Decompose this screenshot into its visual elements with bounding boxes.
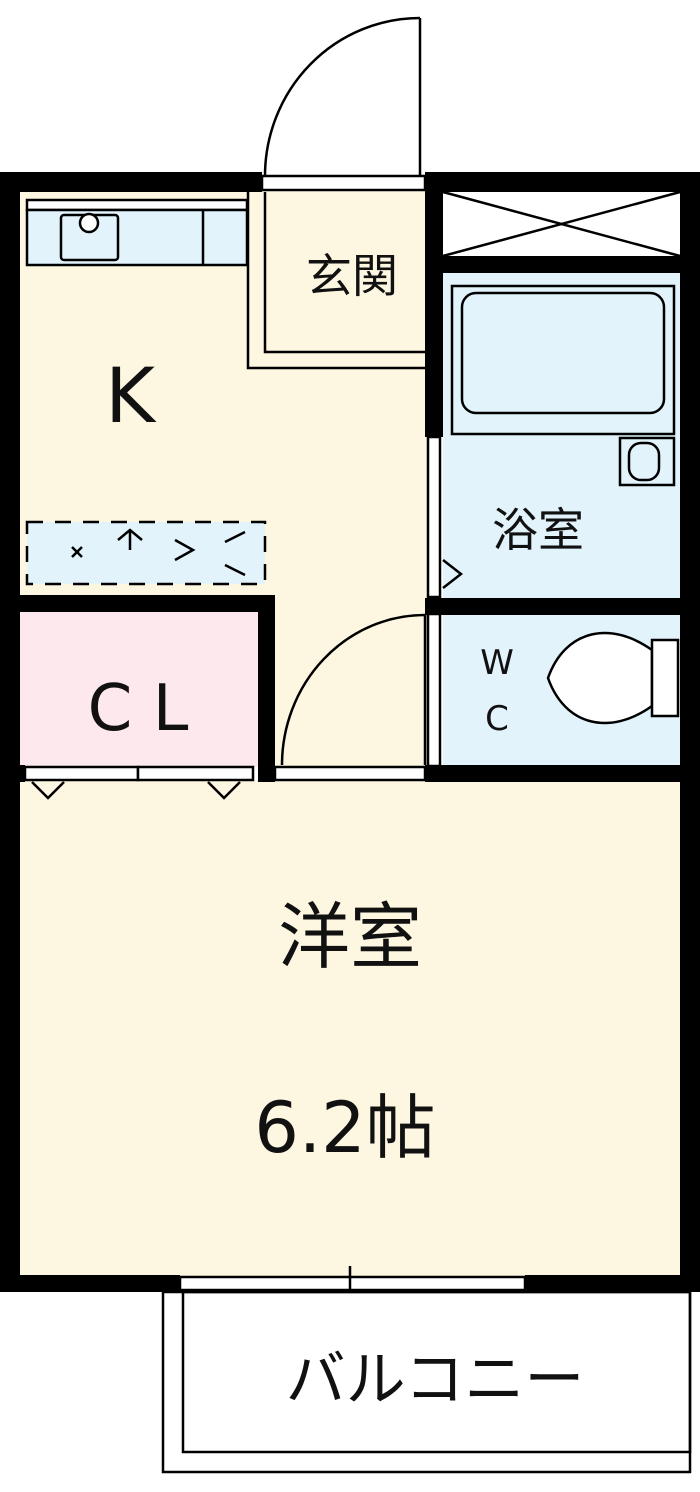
appliance-space [25,520,267,586]
entrance-door [260,16,427,192]
kitchen-label: K [105,351,157,440]
toilet-icon [546,631,680,725]
walls [0,172,700,1292]
entrance-label: 玄関 [306,249,398,303]
toilet-label-w: W [480,643,514,683]
closet-doors [23,765,255,800]
kitchen-counter [25,198,249,267]
closet-floor [20,612,260,767]
washbasin-icon [618,436,676,487]
room-floor [20,780,682,1277]
room-door [273,613,427,782]
balcony-label: バルコニー [286,1345,585,1415]
western-room-label: 洋室 [278,895,422,979]
balcony [161,1290,692,1474]
bathroom-label: 浴室 [492,503,584,557]
toilet-label-c: C [485,699,509,739]
western-room-size: 6.2帖 [254,1087,435,1169]
corridor-floor [270,600,430,770]
bathroom-door [426,435,464,768]
closet-label: C L [88,672,189,746]
bathtub-icon [450,284,676,487]
balcony-window [178,1266,527,1302]
